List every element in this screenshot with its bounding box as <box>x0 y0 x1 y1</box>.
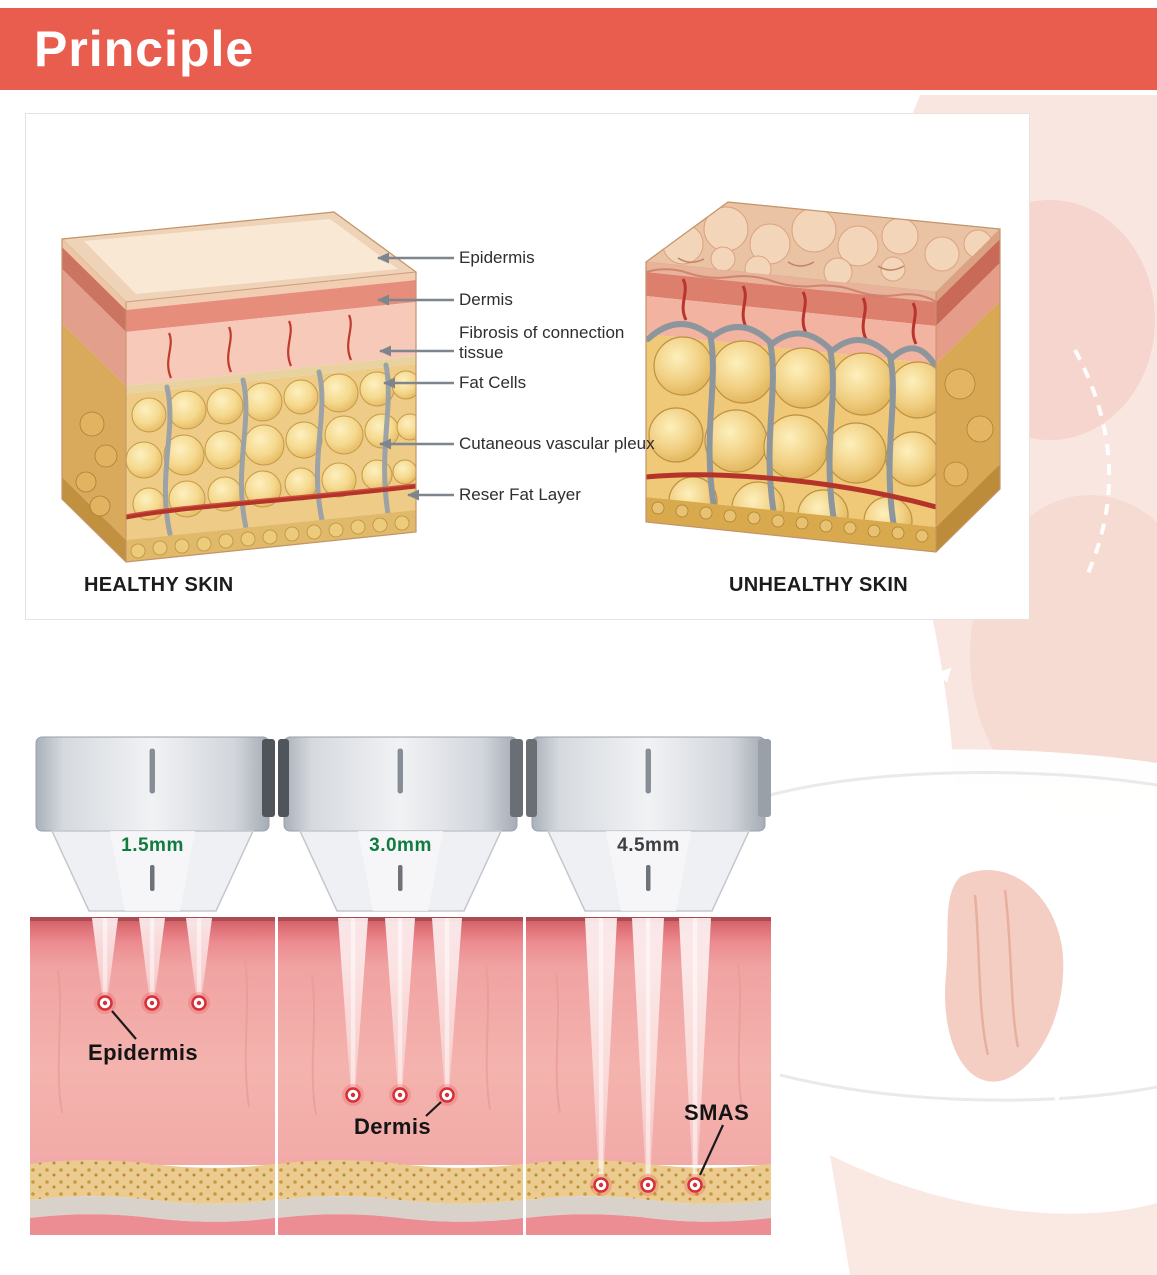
dermis-vessels <box>681 278 918 345</box>
healthy-left-face <box>62 239 126 562</box>
depth-label-3-0mm: 3.0mm <box>369 835 432 856</box>
ultrasound-beams <box>92 918 212 1003</box>
header-banner: Principle <box>0 8 1157 90</box>
annotation-dermis: Dermis <box>459 290 513 309</box>
focal-points <box>590 1174 706 1196</box>
depth-label-4-5mm: 4.5mm <box>617 835 680 856</box>
vascular-plexus <box>126 483 416 520</box>
cartridge-and-skin-4-5mm <box>526 736 771 1235</box>
hifu-cartridge <box>35 736 275 912</box>
ultrasound-beams <box>338 918 462 1095</box>
annotation-fat-cells: Fat Cells <box>459 373 527 392</box>
hifu-cartridge <box>526 736 771 912</box>
depth-panel-1-5mm: 1.5mm Epidermis <box>30 735 275 1235</box>
vascular-plexus <box>646 472 936 510</box>
tissue-label-dermis: Dermis <box>354 1114 431 1139</box>
tissue-label-epidermis: Epidermis <box>88 1040 198 1065</box>
annotation-vascular-plexus: Cutaneous vascular pleux <box>459 434 655 453</box>
healthy-skin-illustration <box>60 211 418 563</box>
page-title: Principle <box>34 21 255 77</box>
fibrosis-septa <box>646 321 936 541</box>
label-pointer <box>699 1124 724 1176</box>
unhealthy-front-face <box>646 262 936 552</box>
depth-panel-4-5mm: 4.5mm SMAS <box>526 735 771 1235</box>
reserve-fat-layer <box>651 501 929 543</box>
depth-panel-3-0mm: 3.0mm Dermis <box>278 735 523 1235</box>
depth-label-1-5mm: 1.5mm <box>121 835 184 856</box>
ultrasound-beams <box>585 918 711 1185</box>
healthy-front-face <box>126 272 416 562</box>
annotation-reserve-fat: Reser Fat Layer <box>459 485 581 504</box>
healthy-skin-caption: HEALTHY SKIN <box>84 574 234 596</box>
dashed-up-arrows <box>806 667 952 765</box>
unhealthy-skin-caption: UNHEALTHY SKIN <box>729 574 909 596</box>
unhealthy-right-face <box>936 229 1000 552</box>
reserve-fat-layer <box>130 515 410 559</box>
skin-comparison-panel: Epidermis Dermis Fibrosis of connection … <box>25 113 1030 620</box>
unhealthy-skin-illustration <box>644 201 1002 553</box>
focal-points <box>94 992 210 1014</box>
tissue-label-smas: SMAS <box>684 1100 750 1125</box>
cartridge-and-skin-3-0mm <box>278 736 523 1235</box>
cartridge-and-skin-1-5mm <box>30 736 275 1235</box>
dermis-vessels <box>167 314 353 379</box>
annotation-fibrosis: Fibrosis of connection tissue <box>459 323 625 363</box>
label-pointer <box>111 1010 137 1040</box>
annotation-epidermis: Epidermis <box>459 248 535 267</box>
focal-points <box>342 1084 458 1106</box>
hifu-cartridge <box>278 736 523 912</box>
label-pointer <box>425 1101 442 1117</box>
treatment-depth-panels: 1.5mm Epidermis <box>30 735 771 1235</box>
